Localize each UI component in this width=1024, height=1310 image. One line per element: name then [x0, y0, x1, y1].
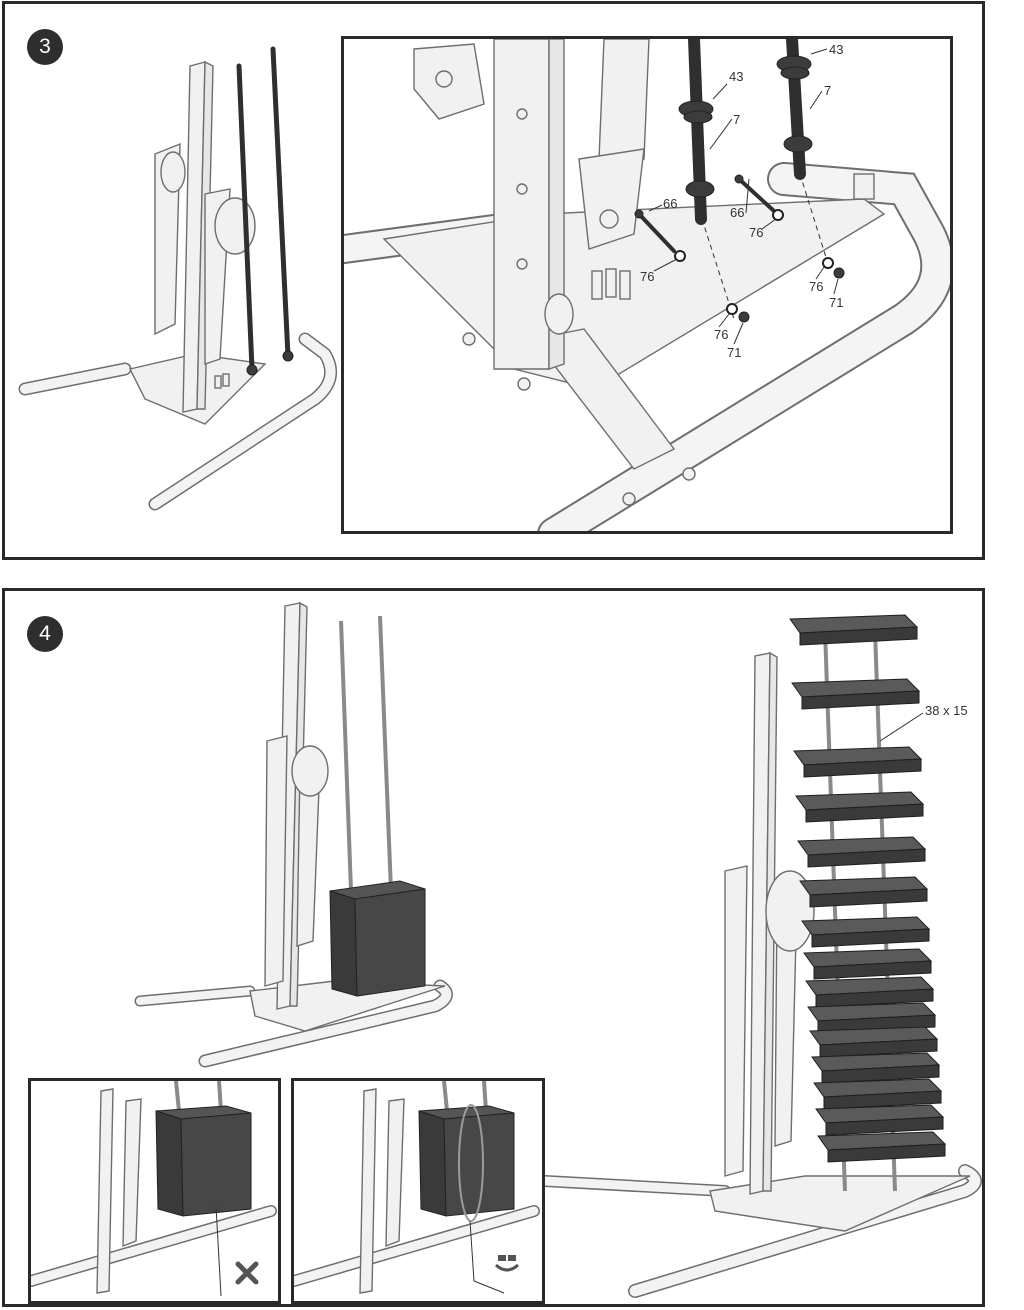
plate-quantity-label: 38 x 15 — [925, 703, 968, 718]
step-3-badge: 3 — [27, 29, 63, 65]
callout-43-right: 43 — [829, 42, 843, 57]
weight-plate — [803, 948, 933, 980]
weight-plate — [791, 678, 921, 710]
inset-wrong-orientation — [28, 1078, 281, 1304]
step-4-panel: 4 — [2, 588, 985, 1307]
inset-grease-slot — [291, 1078, 545, 1304]
inset-wrong-drawing — [31, 1081, 277, 1297]
inset-grease-drawing — [294, 1081, 540, 1294]
weight-plate — [815, 1104, 945, 1136]
step-3-detail-inset: 43 43 7 7 66 66 76 76 76 76 71 71 — [341, 36, 953, 534]
step-3-panel: 3 — [2, 1, 985, 560]
step-3-detail-drawing — [344, 39, 950, 531]
weight-plate — [797, 836, 927, 868]
callout-66-right: 66 — [730, 205, 744, 220]
weight-plate — [795, 791, 925, 823]
callout-7-right: 7 — [824, 83, 831, 98]
callout-76-a: 76 — [640, 269, 654, 284]
weight-plate — [799, 876, 929, 908]
step-4-badge: 4 — [27, 616, 63, 652]
weight-plate — [793, 746, 923, 778]
grease-tube-icon — [494, 1255, 520, 1272]
step-3-overview-drawing — [18, 46, 338, 511]
weight-plate — [801, 916, 931, 948]
step-4-number: 4 — [39, 622, 51, 645]
callout-76-c: 76 — [714, 327, 728, 342]
weight-plate — [811, 1052, 941, 1084]
weight-plate — [789, 614, 919, 646]
weight-plate — [817, 1131, 947, 1163]
step-3-callouts: 43 43 7 7 66 66 76 76 76 76 71 71 — [640, 42, 843, 360]
callout-76-b: 76 — [749, 225, 763, 240]
callout-71-b: 71 — [829, 295, 843, 310]
callout-76-d: 76 — [809, 279, 823, 294]
callout-43-left: 43 — [729, 69, 743, 84]
weight-plate — [805, 976, 935, 1008]
weight-plate — [809, 1026, 939, 1058]
weight-plate-stack — [789, 614, 947, 1163]
step-4-exploded-drawing: 38 x 15 — [539, 614, 982, 1298]
callout-7-left: 7 — [733, 112, 740, 127]
step-4-assembled-drawing — [134, 601, 453, 1068]
weight-plate — [813, 1078, 943, 1110]
step-3-number: 3 — [39, 35, 51, 58]
callout-66-left: 66 — [663, 196, 677, 211]
callout-71-a: 71 — [727, 345, 741, 360]
cross-icon — [235, 1261, 259, 1285]
